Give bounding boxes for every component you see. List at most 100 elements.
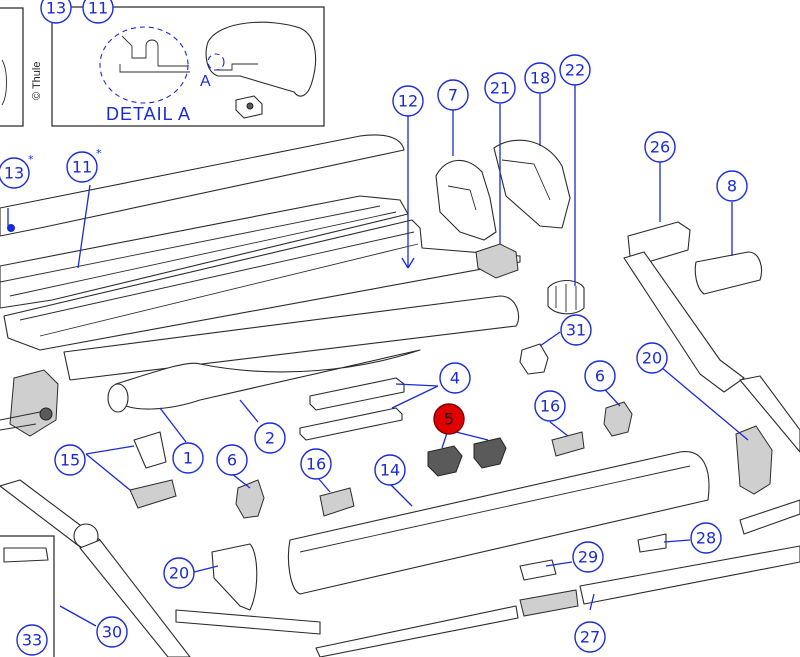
front-profile-14 [287, 451, 710, 595]
callout-label: 15 [60, 451, 80, 470]
copyright-text: © Thule [31, 62, 43, 100]
callout-label: 28 [696, 529, 716, 548]
callout-20: 20 [636, 342, 668, 374]
upper-arm [623, 251, 745, 393]
bracket-15 [129, 479, 177, 509]
callout-circle [216, 444, 248, 476]
rail-connector [519, 589, 579, 617]
callout-circle [392, 85, 424, 117]
rail-4-lower [299, 407, 403, 441]
callout-33: 33 [16, 624, 48, 656]
clip-31 [519, 343, 549, 375]
detail-a-profile [121, 35, 188, 67]
callout-label: 6 [595, 367, 605, 386]
detail-a-label: DETAIL A [106, 104, 191, 124]
clip-16-right [551, 431, 585, 457]
callout-27: 27 [574, 621, 606, 653]
detail-a-marker: A [200, 73, 212, 90]
callout-circle [433, 403, 465, 435]
rear-profile-12-edges [19, 231, 419, 337]
callout-label: 14 [380, 461, 400, 480]
cover-15 [133, 431, 167, 469]
callout-30: 30 [96, 616, 128, 648]
front-bar [63, 295, 520, 381]
bracket-5-right [473, 437, 507, 469]
callout-7: 7 [437, 79, 469, 111]
callout-8: 8 [716, 170, 748, 202]
left-motor-bracket [9, 369, 59, 437]
callout-circle [163, 557, 195, 589]
callout-circle [559, 54, 591, 86]
bottom-left-inset-part [3, 547, 49, 563]
callout-circle [560, 314, 592, 346]
endcap-7-detail [447, 185, 477, 211]
callout-label: 6 [227, 451, 237, 470]
clip-28 [637, 533, 667, 553]
rail-27 [579, 545, 800, 605]
bar-left-lower [175, 609, 321, 635]
lower-arm-right [739, 375, 800, 453]
leader-lines [7, 84, 749, 627]
clip-29 [519, 559, 557, 581]
callout-20: 20 [163, 557, 195, 589]
callout-circle [534, 390, 566, 422]
callout-circle [254, 422, 286, 454]
endcap-18 [493, 139, 571, 229]
detail-a-profile-base [119, 64, 190, 73]
callout-label: 11 [88, 0, 108, 18]
rail-4-upper [309, 377, 405, 411]
front-profile-13 [0, 134, 405, 237]
callout-circle [16, 624, 48, 656]
callout-26: 26 [644, 131, 676, 163]
callout-circle [300, 448, 332, 480]
endcap-20-left [211, 543, 258, 611]
left-axle [0, 411, 41, 431]
callout-circle [40, 0, 72, 24]
callout-label: 4 [450, 369, 460, 388]
callout-21: 21 [484, 72, 516, 104]
callout-label: 13 [4, 164, 24, 183]
left-inset-part [1, 59, 7, 106]
fabric-roller-tube [115, 349, 421, 410]
left-axle-hub [39, 407, 53, 421]
callout-circle [374, 454, 406, 486]
callout-label: 21 [490, 79, 510, 98]
callout-31: 31 [560, 314, 592, 346]
callout-label: 29 [578, 548, 598, 567]
detail-endcap-part [205, 21, 317, 97]
callout-circle [66, 151, 98, 183]
callout-star: * [28, 153, 34, 166]
front-profile-14-edge [299, 465, 691, 553]
rear-profile-12 [3, 219, 521, 351]
rail-lower-left [315, 605, 519, 657]
callout-label: 5 [444, 410, 454, 429]
callout-13: 13 [40, 0, 72, 24]
callout-circle [644, 131, 676, 163]
callout-circle [82, 0, 114, 24]
callout-label: 20 [642, 349, 662, 368]
callout-circle [584, 360, 616, 392]
detail-block-hole [246, 102, 254, 110]
dot-marker-13 [7, 224, 15, 232]
callout-14: 14 [374, 454, 406, 486]
callout-label: 20 [169, 564, 189, 583]
left-inset-frame [0, 7, 24, 127]
callout-label: 13 [46, 0, 66, 18]
clip-6-right [603, 401, 633, 437]
callout-label: 12 [398, 92, 418, 111]
callout-circle [96, 616, 128, 648]
callout-28: 28 [690, 522, 722, 554]
callout-12: 12 [392, 85, 424, 117]
callout-circle [437, 79, 469, 111]
callout-label: 11 [72, 158, 92, 177]
callout-label: 7 [448, 86, 458, 105]
callout-16: 16 [300, 448, 332, 480]
callout-circle [574, 621, 606, 653]
callout-2: 2 [254, 422, 286, 454]
callout-5: 5 [433, 403, 465, 435]
callout-6: 6 [216, 444, 248, 476]
callout-circle [54, 444, 86, 476]
detail-a-circle [99, 26, 189, 104]
callout-29: 29 [572, 541, 604, 573]
